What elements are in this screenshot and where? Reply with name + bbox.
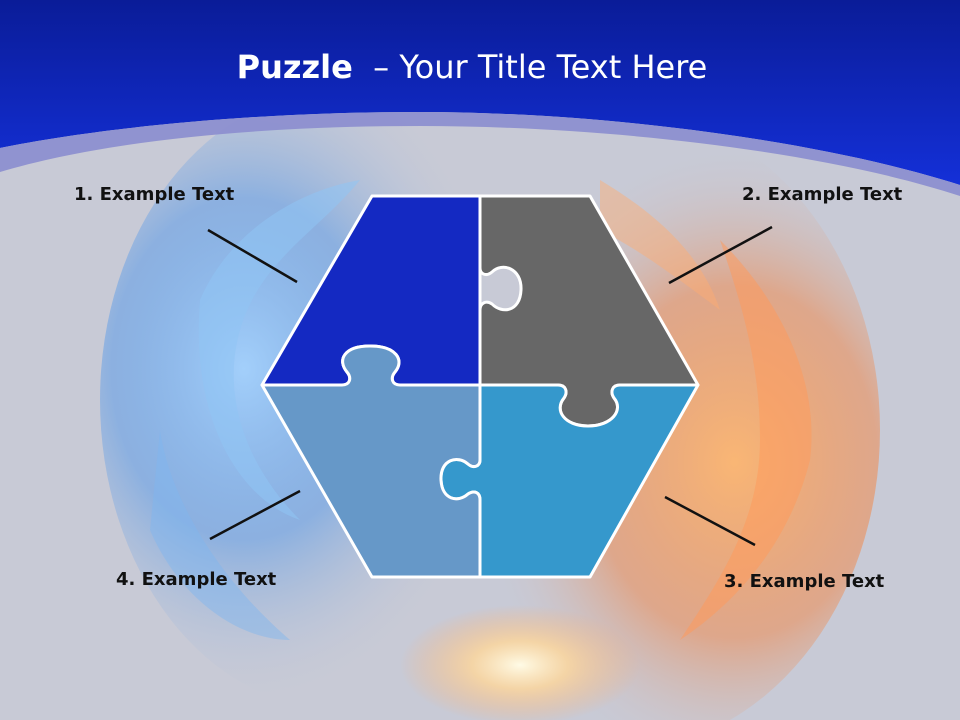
header-band — [0, 0, 960, 185]
puzzle-hexagon — [260, 194, 700, 579]
connector-line-2 — [668, 225, 773, 285]
title-bold: Puzzle — [236, 48, 353, 86]
puzzle-piece-bottom-left[interactable] — [260, 344, 482, 579]
example-text-1: 1. Example Text — [74, 184, 235, 205]
example-text-2: 2. Example Text — [742, 184, 903, 205]
connector-line-4 — [209, 489, 301, 541]
example-text-4: 4. Example Text — [116, 569, 277, 590]
connector-line-3 — [664, 495, 756, 547]
slide-title: Puzzle – Your Title Text Here — [0, 48, 944, 86]
title-rest: – Your Title Text Here — [352, 48, 708, 86]
connector-line-1 — [207, 228, 298, 284]
example-text-3: 3. Example Text — [724, 571, 885, 592]
